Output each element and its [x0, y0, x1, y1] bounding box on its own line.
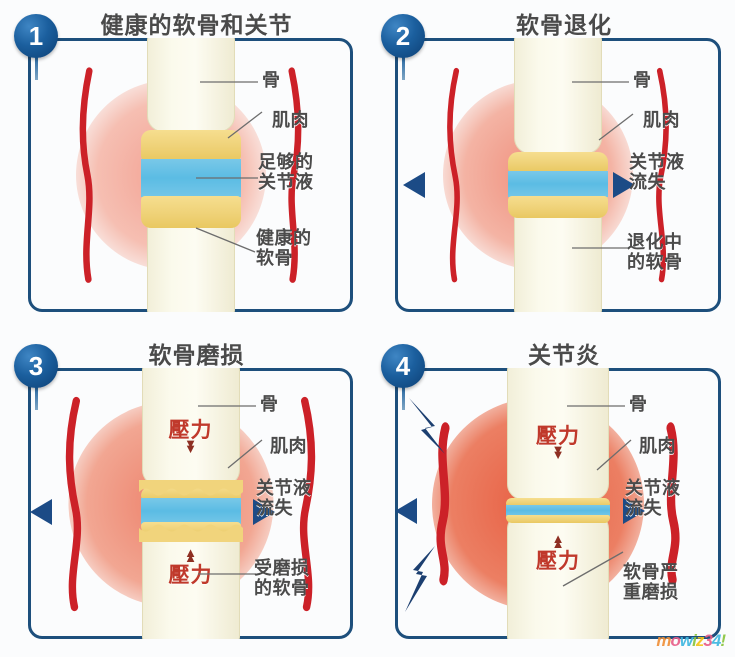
panel-1-title: 健康的软骨和关节 [100, 12, 293, 38]
chevron-down-icon: ▼▼ [184, 436, 197, 456]
panel-2: 软骨退化 2 [367, 0, 735, 330]
pressure-indicator-top: 壓力 ▼▼ [168, 419, 213, 456]
joint-illustration-1 [28, 38, 353, 312]
synovial-fluid [508, 171, 608, 197]
panel-1-stage [28, 38, 353, 312]
cartilage-upper [140, 130, 241, 160]
muscle-band-right [655, 67, 669, 283]
bone-upper [146, 38, 235, 132]
badge-number: 1 [14, 14, 58, 58]
badge-stem [402, 384, 405, 410]
watermark-char: m [656, 631, 671, 650]
chevron-up-icon: ▲▲ [184, 545, 197, 565]
muscle-band-left [436, 421, 450, 586]
pressure-indicator-bottom: ▲▲ 壓力 [168, 545, 213, 587]
worn-cartilage-waves [138, 480, 243, 542]
panel-1-badge: 1 [14, 14, 58, 80]
badge-stem [35, 54, 38, 80]
panel-2-title: 软骨退化 [516, 12, 612, 38]
panel-3: 软骨磨损 3 [0, 330, 367, 657]
panel-1: 健康的软骨和关节 1 [0, 0, 367, 330]
bone-lower [514, 202, 602, 312]
watermark-char: z [695, 631, 704, 650]
chevron-down-icon: ▼▼ [551, 442, 565, 462]
synovial-fluid [140, 498, 241, 524]
watermark-char: 4 [711, 631, 722, 650]
panel-4-title: 关节炎 [528, 342, 600, 368]
panel-3-stage: 壓力 ▼▼ ▲▲ 壓力 [28, 368, 353, 639]
cartilage-lower [508, 196, 608, 218]
fluid-loss-arrow-left [403, 172, 425, 198]
cartilage-lower [506, 515, 610, 523]
cartilage-lower [140, 196, 241, 228]
badge-stem [402, 54, 405, 80]
badge-number: 2 [381, 14, 425, 58]
watermark-char: ! [720, 631, 726, 650]
fluid-loss-arrow-right [253, 499, 275, 525]
muscle-band-left [447, 67, 461, 283]
muscle-band-right [666, 421, 680, 586]
muscle-band-right [288, 67, 302, 283]
panel-2-stage [395, 38, 721, 312]
muscle-band-left [79, 67, 93, 283]
cartilage-upper [508, 152, 608, 172]
panel-4: 关节炎 4 [367, 330, 735, 657]
badge-number: 3 [14, 344, 58, 388]
fluid-loss-arrow-left [395, 498, 417, 524]
pressure-indicator-bottom: ▲▲ 壓力 [536, 531, 580, 573]
muscle-band-right [299, 396, 316, 611]
pressure-label: 壓力 [536, 425, 580, 448]
fluid-loss-arrow-right [613, 172, 635, 198]
fluid-loss-arrow-left [30, 499, 52, 525]
bone-upper [141, 368, 240, 486]
panel-3-badge: 3 [14, 344, 58, 410]
badge-number: 4 [381, 344, 425, 388]
badge-stem [35, 384, 38, 410]
synovial-fluid [140, 159, 241, 197]
chevron-up-icon: ▲▲ [551, 531, 565, 551]
bone-upper [507, 368, 609, 500]
pain-bolt-icon-lower [401, 544, 449, 616]
pressure-label: 壓力 [168, 563, 213, 587]
watermark-char: 3 [703, 631, 713, 650]
watermark-char: i [692, 631, 697, 650]
panel-3-title: 软骨磨损 [148, 342, 245, 368]
fluid-loss-arrow-right [623, 498, 645, 524]
panel-2-badge: 2 [381, 14, 425, 80]
joint-illustration-3: 壓力 ▼▼ ▲▲ 壓力 [28, 368, 353, 639]
panel-4-stage: 壓力 ▼▼ ▲▲ 壓力 [395, 368, 721, 639]
synovial-fluid [506, 505, 610, 516]
pain-bolt-icon-upper [405, 396, 451, 458]
pressure-label: 壓力 [536, 549, 580, 573]
watermark: mowiz34! [656, 631, 726, 651]
joint-illustration-4: 壓力 ▼▼ ▲▲ 壓力 [395, 368, 721, 639]
pressure-indicator-top: 壓力 ▼▼ [536, 425, 580, 462]
muscle-band-left [65, 396, 82, 611]
watermark-char: w [679, 631, 693, 650]
pressure-label: 壓力 [168, 419, 213, 442]
joint-illustration-2 [395, 38, 721, 312]
bone-upper [514, 38, 602, 154]
cartilage-upper [506, 498, 610, 506]
watermark-char: o [670, 631, 681, 650]
panel-4-badge: 4 [381, 344, 425, 410]
